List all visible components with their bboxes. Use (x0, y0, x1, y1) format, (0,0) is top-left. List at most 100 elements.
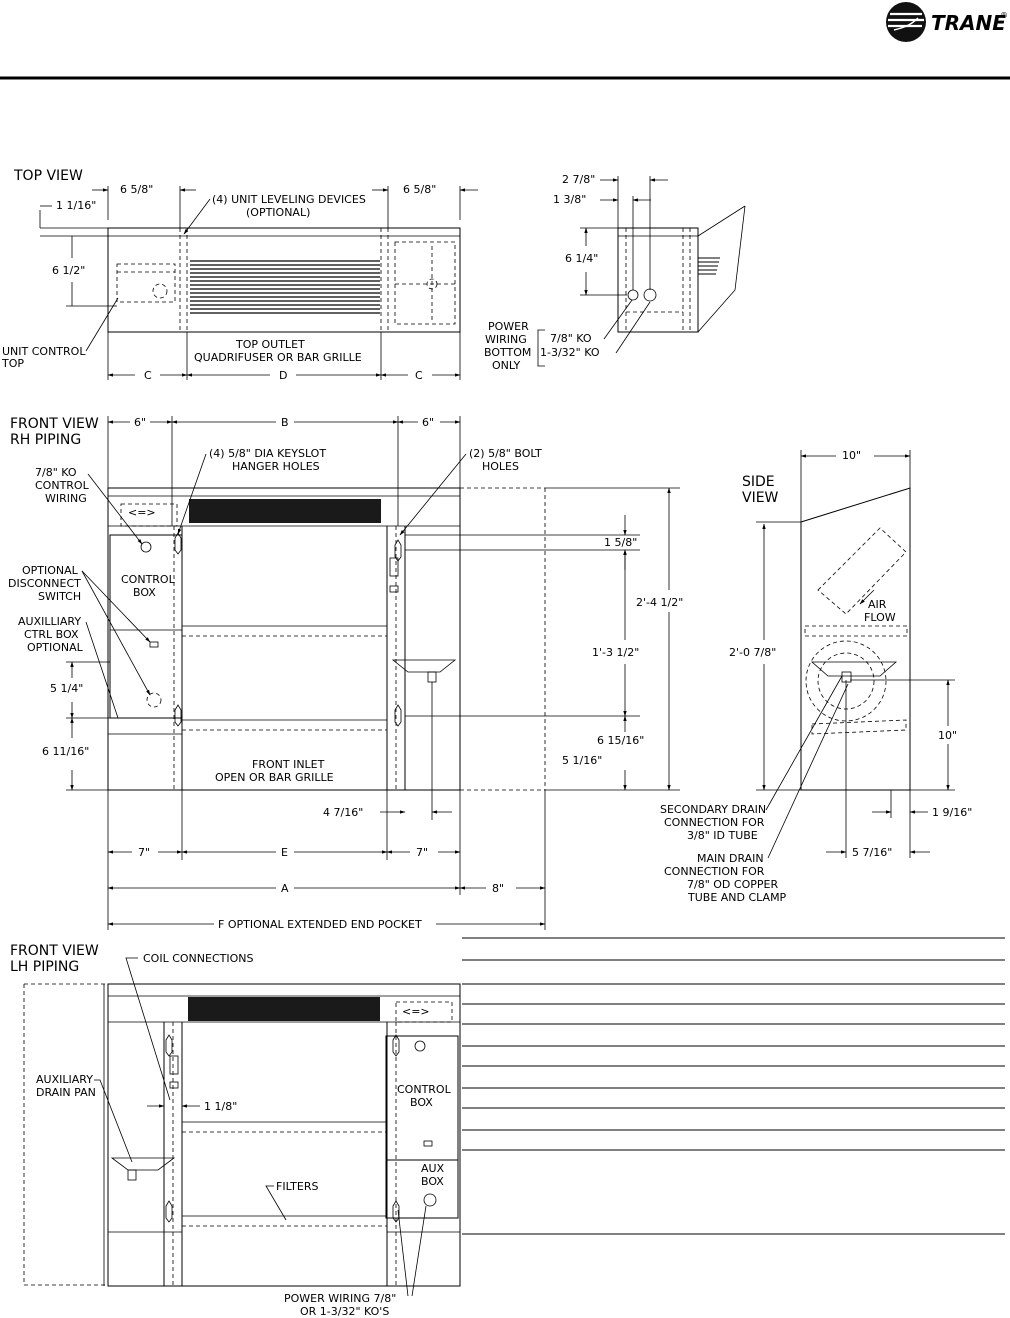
rh-dim-2-4-1-2: 2'-4 1/2" (636, 596, 683, 609)
rh-aux-line1: AUXILLIARY (18, 615, 81, 628)
side-sec-line3: 3/8" ID TUBE (687, 829, 758, 842)
ko-small: 7/8" KO (550, 332, 592, 345)
side-air-line1: AIR (868, 598, 887, 611)
front-lh-title-line2: LH PIPING (10, 959, 79, 975)
rh-inlet-line1: FRONT INLET (252, 758, 325, 771)
lh-drain-line2: DRAIN PAN (36, 1086, 96, 1099)
front-view-rh: FRONT VIEW RH PIPING <=> CONTROL BOX (8, 416, 683, 931)
side-main-line3: 7/8" OD COPPER (687, 878, 778, 891)
rh-bolt-line2: HOLES (482, 460, 519, 473)
header: TRANE ® (0, 2, 1010, 80)
brand-name: TRANE (931, 11, 1006, 35)
lh-filters-label: FILTERS (276, 1180, 318, 1193)
partial-end-view: 2 7/8" 1 3/8" 6 1/4" POWER WIRING BOTTOM… (484, 173, 746, 372)
svg-text:<=>: <=> (402, 1005, 430, 1018)
rh-ko-line2: CONTROL (35, 479, 90, 492)
rh-dim-7-left: 7" (138, 846, 150, 859)
rh-keyslot-line1: (4) 5/8" DIA KEYSLOT (209, 447, 326, 460)
top-outlet-line2: QUADRIFUSER OR BAR GRILLE (194, 351, 362, 364)
rh-dim-7-right: 7" (416, 846, 428, 859)
lh-aux-box-line1: AUX (421, 1162, 445, 1175)
top-dim-c-right: C (415, 369, 423, 382)
top-dim-right-end: 6 5/8" (403, 183, 436, 196)
top-control-line1: UNIT CONTROL (2, 345, 86, 358)
side-dim-1-9-16: 1 9/16" (932, 806, 972, 819)
top-dim-c-left: C (144, 369, 152, 382)
rh-control-box-line1: CONTROL (121, 573, 176, 586)
top-dim-d: D (279, 369, 287, 382)
top-outlet-line1: TOP OUTLET (235, 338, 305, 351)
svg-text:<=>: <=> (128, 506, 156, 519)
side-title-line1: SIDE (742, 474, 775, 490)
top-view-title: TOP VIEW (13, 168, 83, 184)
lh-control-box-line2: BOX (410, 1096, 433, 1109)
grille-slots (190, 260, 380, 314)
rh-dim-1-3-1-2: 1'-3 1/2" (592, 646, 639, 659)
side-dim-5-7-16: 5 7/16" (852, 846, 892, 859)
ko-large: 1-3/32" KO (540, 346, 600, 359)
front-view-lh: FRONT VIEW LH PIPING <=> (10, 943, 461, 1318)
top-dim-depth: 6 1/2" (52, 264, 85, 277)
partial-dim-a: 2 7/8" (562, 173, 595, 186)
side-dim-drain-height: 10" (938, 729, 957, 742)
top-view: TOP VIEW 6 5/8" (1, 168, 478, 382)
rh-dim-b: B (281, 416, 289, 429)
top-dim-left-end: 6 5/8" (120, 183, 153, 196)
rh-aux-line3: OPTIONAL (27, 641, 84, 654)
rh-dim-e: E (281, 846, 288, 859)
rh-dim-5-1-4: 5 1/4" (50, 682, 83, 695)
side-view: SIDE VIEW AIR FLOW 10" 2'-0 7/8" 10" (660, 449, 972, 904)
front-rh-title-line1: FRONT VIEW (10, 416, 99, 432)
rh-dim-right-end: 6" (422, 416, 434, 429)
power-line1: POWER (488, 320, 529, 333)
rh-aux-line2: CTRL BOX (24, 628, 79, 641)
lh-power-line1: POWER WIRING 7/8" (284, 1292, 396, 1305)
side-main-line2: CONNECTION FOR (664, 865, 765, 878)
partial-dim-b: 1 3/8" (553, 193, 586, 206)
trane-logo: TRANE ® (886, 2, 1008, 42)
lh-power-line2: OR 1-3/32" KO'S (300, 1305, 389, 1318)
side-sec-line2: CONNECTION FOR (664, 816, 765, 829)
rh-dim-f: F OPTIONAL EXTENDED END POCKET (218, 918, 422, 931)
top-control-line2: TOP (1, 357, 24, 370)
lh-control-box-line1: CONTROL (397, 1083, 452, 1096)
table-rules (462, 937, 1005, 1235)
rh-control-box-line2: BOX (133, 586, 156, 599)
side-dim-width: 10" (842, 449, 861, 462)
rh-ko-line1: 7/8" KO (35, 466, 77, 479)
rh-dim-6-11-16: 6 11/16" (42, 745, 89, 758)
top-leveling-label: (4) UNIT LEVELING DEVICES (212, 193, 366, 206)
rh-dim-6-15-16: 6 15/16" (597, 734, 644, 747)
front-lh-title-line1: FRONT VIEW (10, 943, 99, 959)
front-rh-title-line2: RH PIPING (10, 432, 81, 448)
registered-mark: ® (1000, 11, 1008, 20)
rh-ko-line3: WIRING (45, 492, 87, 505)
rh-disc-line2: DISCONNECT (8, 577, 81, 590)
rh-keyslot-line2: HANGER HOLES (232, 460, 320, 473)
lh-coil-label: COIL CONNECTIONS (143, 952, 253, 965)
power-line3: BOTTOM (484, 346, 531, 359)
lh-drain-line1: AUXILIARY (36, 1073, 93, 1086)
side-sec-line1: SECONDARY DRAIN (660, 803, 766, 816)
rh-bolt-line1: (2) 5/8" BOLT (469, 447, 542, 460)
power-line4: ONLY (492, 359, 521, 372)
lh-aux-box-line2: BOX (421, 1175, 444, 1188)
lh-dim-1-1-8: 1 1/8" (204, 1100, 237, 1113)
rh-dim-1-5-8: 1 5/8" (604, 536, 637, 549)
rh-dim-5-1-16: 5 1/16" (562, 754, 602, 767)
rh-disc-line3: SWITCH (38, 590, 81, 603)
rh-inlet-line2: OPEN OR BAR GRILLE (215, 771, 334, 784)
side-title-line2: VIEW (742, 490, 779, 506)
side-dim-height: 2'-0 7/8" (729, 646, 776, 659)
rh-dim-8: 8" (492, 882, 504, 895)
rh-dim-a: A (281, 882, 289, 895)
partial-dim-c: 6 1/4" (565, 252, 598, 265)
rh-dim-left-end: 6" (134, 416, 146, 429)
top-leveling-optional: (OPTIONAL) (246, 206, 310, 219)
side-air-line2: FLOW (864, 611, 896, 624)
top-dim-offset: 1 1/16" (56, 199, 96, 212)
side-main-line1: MAIN DRAIN (697, 852, 764, 865)
rh-dim-4-7-16: 4 7/16" (323, 806, 363, 819)
side-main-line4: TUBE AND CLAMP (687, 891, 787, 904)
